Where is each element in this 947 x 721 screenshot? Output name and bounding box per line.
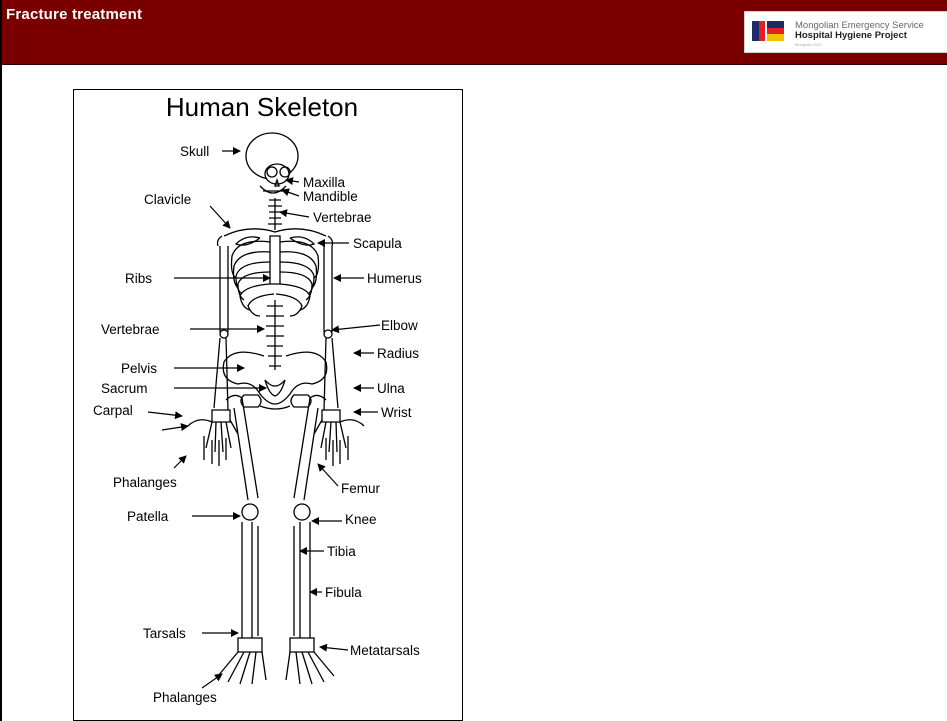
project-logo: Mongolian Emergency Service Hospital Hyg… — [744, 11, 947, 53]
label-knee: Knee — [345, 512, 377, 527]
diagram-title: Human Skeleton — [74, 92, 450, 123]
label-wrist: Wrist — [381, 405, 412, 420]
label-patella: Patella — [127, 509, 168, 524]
label-sacrum: Sacrum — [101, 381, 148, 396]
label-carpal: Carpal — [93, 403, 133, 418]
label-vertebrae-spine: Vertebrae — [101, 322, 160, 337]
label-clavicle: Clavicle — [144, 192, 191, 207]
slide-title: Fracture treatment — [6, 6, 142, 23]
slide-left-border — [0, 0, 2, 721]
label-scapula: Scapula — [353, 236, 402, 251]
label-maxilla: Maxilla — [303, 175, 345, 190]
label-ribs: Ribs — [125, 271, 152, 286]
label-phalanges-foot: Phalanges — [153, 690, 217, 705]
label-femur: Femur — [341, 481, 380, 496]
label-pelvis: Pelvis — [121, 361, 157, 376]
label-ulna: Ulna — [377, 381, 405, 396]
label-vertebrae-neck: Vertebrae — [313, 210, 372, 225]
label-elbow: Elbow — [381, 318, 418, 333]
logo-flag-icon — [752, 21, 784, 41]
label-tarsals: Tarsals — [143, 626, 186, 641]
label-radius: Radius — [377, 346, 419, 361]
label-humerus: Humerus — [367, 271, 422, 286]
label-phalanges-hand: Phalanges — [113, 475, 177, 490]
logo-subtext: Mongolia 2010 — [795, 42, 821, 47]
skeleton-figure: Human Skeleton Skull Maxilla Mandible Cl… — [73, 89, 463, 721]
label-fibula: Fibula — [325, 585, 362, 600]
label-mandible: Mandible — [303, 189, 358, 204]
label-skull: Skull — [180, 144, 209, 159]
logo-project-name: Hospital Hygiene Project — [795, 30, 907, 41]
label-tibia: Tibia — [327, 544, 356, 559]
title-bar: Fracture treatment Mongolian Emergency S… — [0, 0, 947, 65]
label-metatarsals: Metatarsals — [350, 643, 420, 658]
